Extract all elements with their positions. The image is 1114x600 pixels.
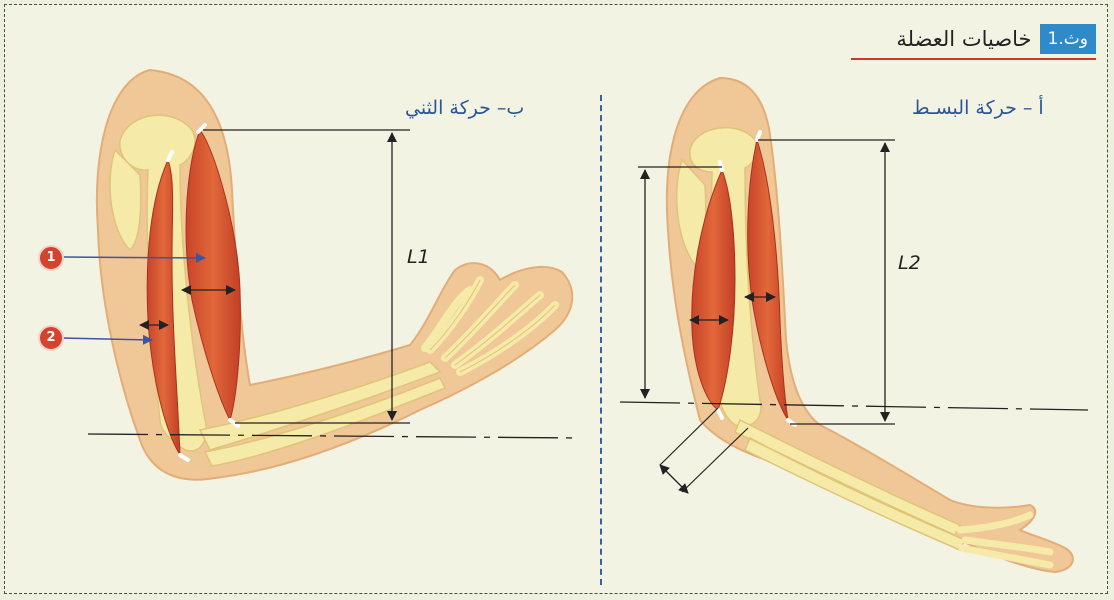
- length-label-l1: L1: [407, 246, 430, 268]
- extension-arm: [667, 78, 1073, 572]
- pointer-arrow-1: [62, 257, 205, 258]
- caption-flexion: ب– حركة الثني: [405, 97, 524, 119]
- marker-1: 1: [38, 245, 64, 271]
- extension-baseline: [620, 402, 1088, 410]
- extension-forearm-bones: [735, 420, 965, 550]
- marker-2: 2: [38, 325, 64, 351]
- caption-extension: أ – حركة البسـط: [912, 97, 1044, 119]
- length-label-l2: L2: [898, 252, 921, 274]
- flexion-arm: [97, 70, 572, 480]
